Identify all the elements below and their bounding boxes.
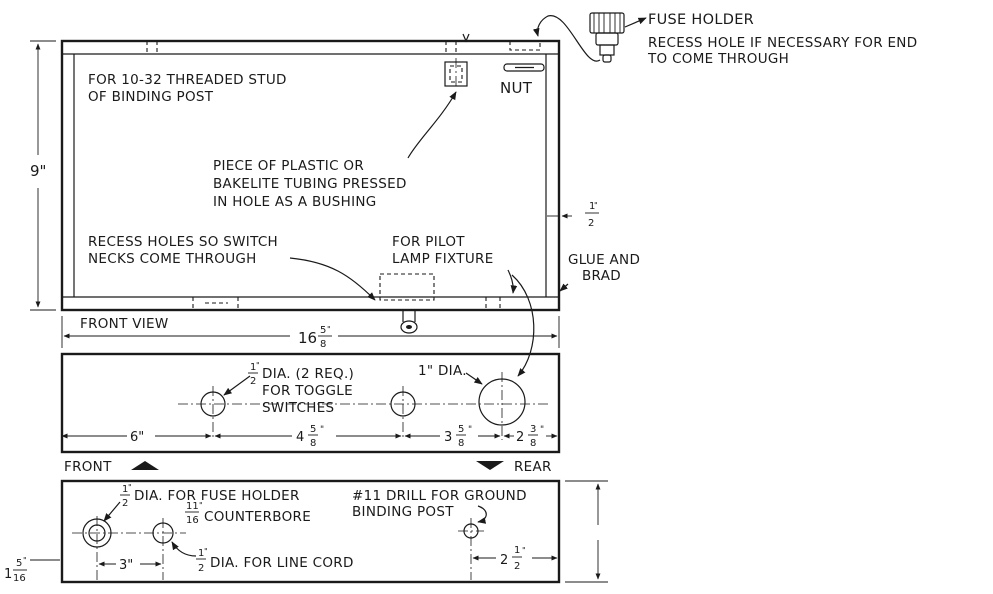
- toggle-note-line1: DIA. (2 REQ.): [262, 366, 354, 382]
- top-panel-outline: [60, 352, 561, 454]
- line-cord-den: 2: [198, 563, 204, 574]
- svg-text:": ": [327, 325, 331, 334]
- toggle-note-line2: FOR TOGGLE: [262, 383, 353, 399]
- recess-note-line2: NECKS COME THROUGH: [88, 251, 257, 267]
- bushing-note-line1: PIECE OF PLASTIC OR: [213, 158, 364, 174]
- toggle-note-num: 1: [250, 362, 256, 373]
- front-view: FOR 10-32 THREADED STUD OF BINDING POST …: [30, 33, 640, 377]
- pilot-note-line2: LAMP FIXTURE: [392, 251, 494, 267]
- dim-3-den: 8: [458, 438, 464, 449]
- counterbore-den: 16: [186, 515, 199, 526]
- ground-note-line2: BINDING POST: [352, 504, 454, 520]
- fuse-note-num: 1: [122, 484, 128, 495]
- svg-text:": ": [522, 546, 526, 555]
- stud-note-line2: OF BINDING POST: [88, 89, 214, 105]
- toggle-note-line3: SWITCHES: [262, 400, 334, 416]
- fuse-holder-icon: 5A: [589, 12, 625, 63]
- nut-icon: [503, 63, 545, 72]
- fuse-note-den: 2: [122, 498, 128, 509]
- width-den: 8: [320, 339, 326, 350]
- rear-height-whole: 1: [4, 567, 12, 582]
- dim-6: 6": [130, 430, 144, 445]
- orientation-markers: FRONT REAR: [64, 459, 552, 475]
- rear-dim-left: 3": [119, 558, 133, 573]
- counterbore-num: 11: [186, 501, 199, 512]
- side-dim-den: 2: [588, 218, 594, 229]
- svg-text:": ": [320, 425, 324, 435]
- fuse-holder-title: FUSE HOLDER: [648, 12, 754, 28]
- top-panel: 1 " 2 DIA. (2 REQ.) FOR TOGGLE SWITCHES …: [60, 352, 561, 454]
- dim-2-whole: 2: [516, 430, 524, 445]
- dim-4-den: 8: [310, 438, 316, 449]
- front-view-caption: FRONT VIEW: [80, 316, 169, 332]
- width-num: 5: [320, 325, 326, 336]
- dim-4-num: 5: [310, 424, 316, 435]
- front-label: FRONT: [64, 459, 112, 475]
- glue-note-line2: BRAD: [582, 268, 621, 284]
- nut-label: NUT: [500, 79, 533, 97]
- rear-height-den: 16: [13, 573, 26, 584]
- rear-height-num: 5: [16, 558, 22, 569]
- svg-text:": ": [204, 547, 208, 556]
- rear-panel-outline: [60, 479, 561, 584]
- down-arrow-icon: [476, 461, 504, 470]
- dim-4-whole: 4: [296, 430, 304, 445]
- fuse-note-line2: TO COME THROUGH: [647, 51, 789, 67]
- glue-note-line1: GLUE AND: [568, 252, 640, 268]
- ground-note-line1: #11 DRILL FOR GROUND: [352, 488, 527, 504]
- dim-2-num: 3: [530, 424, 536, 435]
- line-cord-note: DIA. FOR LINE CORD: [210, 555, 354, 571]
- bushing-note-line3: IN HOLE AS A BUSHING: [213, 194, 377, 210]
- bushing-note-line2: BAKELITE TUBING PRESSED: [213, 176, 407, 192]
- stud-note-line1: FOR 10-32 THREADED STUD: [88, 72, 287, 88]
- fuse-note-line1: RECESS HOLE IF NECESSARY FOR END: [648, 35, 917, 51]
- dim-3-whole: 3: [444, 430, 452, 445]
- toggle-note-den: 2: [250, 376, 256, 387]
- svg-text:": ": [256, 361, 260, 370]
- svg-text:": ": [540, 425, 544, 435]
- fuse-holder: 5A FUSE HOLDER RECESS HOLE IF NECESSARY …: [532, 12, 917, 67]
- switch-neck-icon: [400, 310, 418, 334]
- dim-3-num: 5: [458, 424, 464, 435]
- svg-text:": ": [594, 201, 598, 210]
- side-dim-num: 1: [589, 201, 595, 212]
- rear-dim-right-whole: 2: [500, 553, 508, 568]
- pilot-note-line1: FOR PILOT: [392, 234, 465, 250]
- rear-dim-right-den: 2: [514, 561, 520, 572]
- big-hole-note: 1" DIA.: [418, 363, 467, 379]
- rear-fuse-note: DIA. FOR FUSE HOLDER: [134, 488, 300, 504]
- height-dim-label: 9": [30, 162, 46, 180]
- rear-panel: 1 " 2 DIA. FOR FUSE HOLDER 11 16 " COUNT…: [4, 479, 608, 584]
- width-whole: 16: [298, 329, 317, 347]
- line-cord-num: 1: [198, 548, 204, 559]
- front-view-outline: [60, 39, 561, 312]
- fuse-cap-text: 5A: [600, 36, 611, 46]
- pilot-lamp-recess: [379, 273, 435, 301]
- svg-text:": ": [468, 425, 472, 435]
- svg-text:": ": [23, 556, 27, 565]
- rear-label: REAR: [514, 459, 552, 475]
- svg-text:": ": [128, 483, 132, 492]
- counterbore-note: COUNTERBORE: [204, 509, 311, 525]
- svg-text:": ": [199, 501, 203, 510]
- up-arrow-icon: [131, 461, 159, 470]
- rear-dim-right-num: 1: [514, 545, 520, 556]
- dim-2-den: 8: [530, 438, 536, 449]
- recess-note-line1: RECESS HOLES SO SWITCH: [88, 234, 278, 250]
